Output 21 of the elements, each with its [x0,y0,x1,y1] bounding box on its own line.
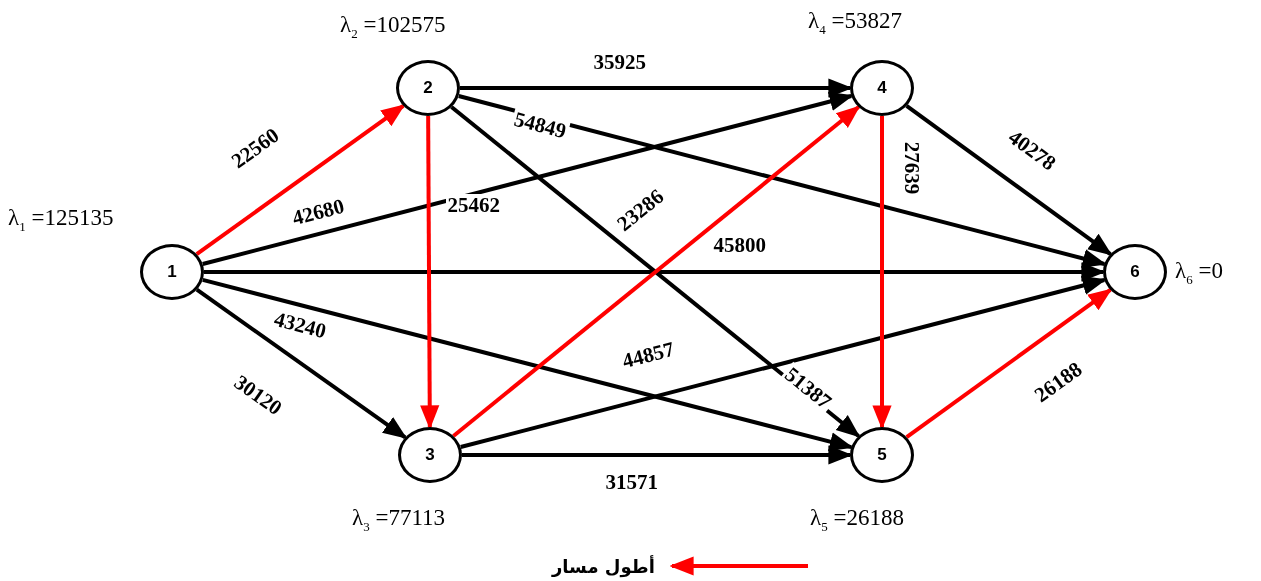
value-label: λ$_{6}$ =0 [1175,258,1223,289]
value-label: λ$_{3}$ =77113 [352,505,446,536]
node-number: 3 [424,445,436,465]
arrow [202,277,854,451]
arrow [202,92,854,266]
value-label: λ$_{1}$ =125135 [8,205,114,236]
arrow [460,276,1107,449]
node-number: 5 [876,445,888,465]
node-number: 4 [876,78,888,98]
node-number: 6 [1129,262,1141,282]
arrow [195,288,408,439]
value-label: λ$_{4}$ =53827 [808,8,902,39]
legend-text: أطول مسار [552,555,655,577]
value-label: λ$_{5}$ =26188 [810,505,904,536]
node-number: 2 [422,78,434,98]
arrow [905,104,1113,256]
arrow [458,94,1107,268]
arrow [195,104,406,256]
value-label: λ$_{2}$ =102575 [340,12,446,43]
node-number: 1 [166,262,178,282]
arrow [905,288,1113,439]
